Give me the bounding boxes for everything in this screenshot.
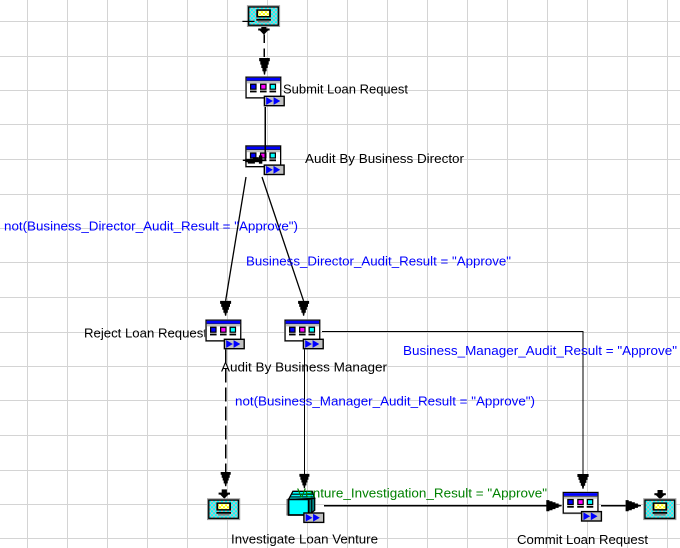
svg-text:Audit By Business Director: Audit By Business Director [305, 151, 465, 166]
svg-text:Submit Loan Request: Submit Loan Request [283, 82, 408, 97]
svg-text:Reject Loan Request: Reject Loan Request [84, 326, 207, 341]
svg-text:not(Business_Manager_Audit_Res: not(Business_Manager_Audit_Result = "App… [235, 394, 535, 409]
svg-text:Business_Director_Audit_Result: Business_Director_Audit_Result = "Approv… [246, 254, 511, 269]
svg-text:Commit Loan Request: Commit Loan Request [517, 532, 648, 547]
svg-text:Investigate Loan Venture: Investigate Loan Venture [231, 532, 378, 547]
svg-text:not(Business_Director_Audit_Re: not(Business_Director_Audit_Result = "Ap… [4, 219, 298, 234]
svg-text:Audit By Business Manager: Audit By Business Manager [221, 360, 388, 375]
svg-text:Business_Manager_Audit_Result: Business_Manager_Audit_Result = "Approve… [403, 343, 677, 358]
svg-text:Venture_Investigation_Result =: Venture_Investigation_Result = "Approve" [297, 486, 547, 501]
